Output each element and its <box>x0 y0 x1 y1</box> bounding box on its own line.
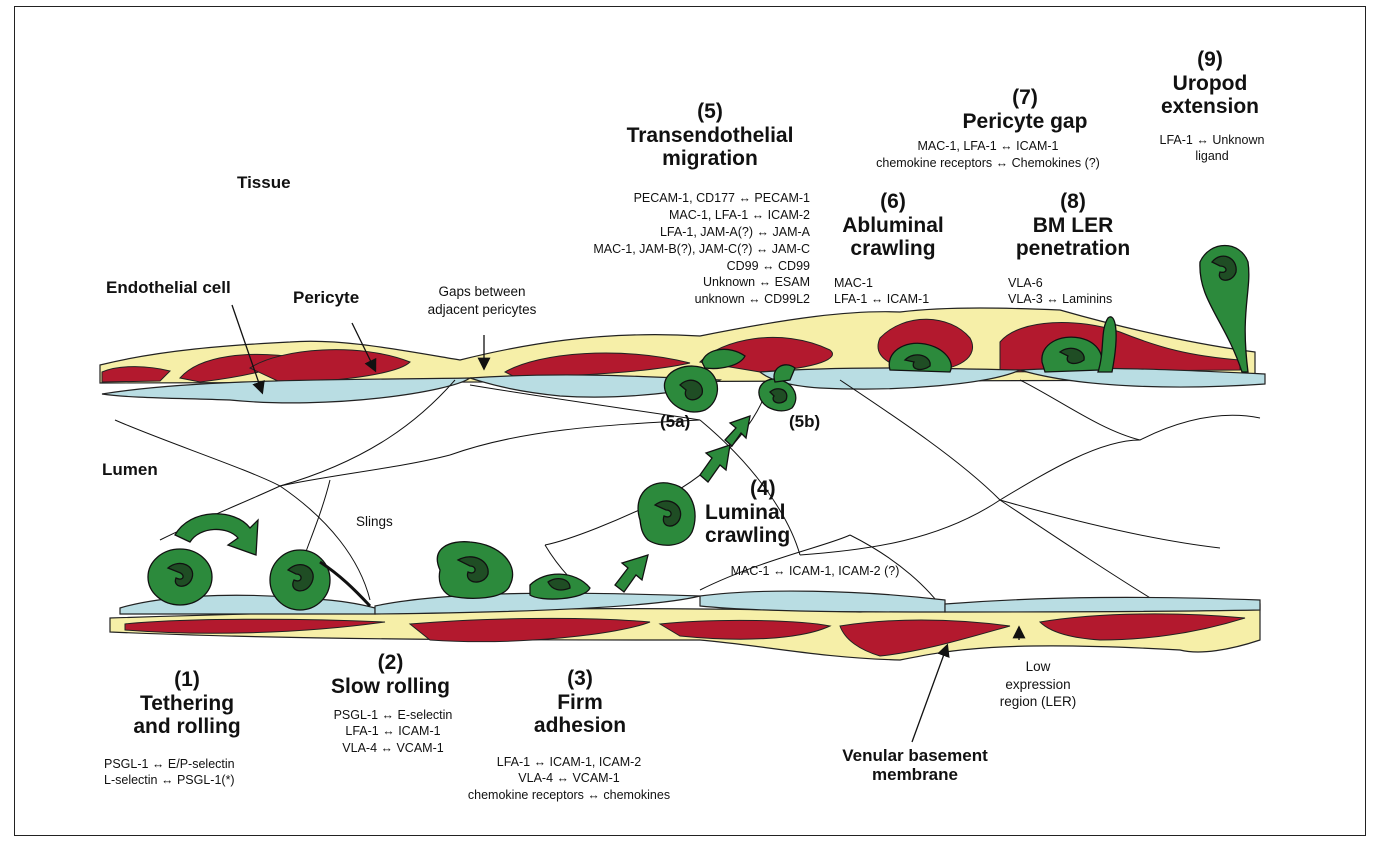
step-5-title-line-2: migration <box>620 147 800 171</box>
molecule-pair: MAC-1, LFA-1 ↔ ICAM-1 <box>858 138 1118 155</box>
ler-label: Low expression region (LER) <box>996 658 1080 711</box>
step-5-title-line-1: Transendothelial <box>620 124 800 148</box>
molecule-pair: VLA-3 ↔ Laminins <box>1008 291 1148 307</box>
molecule-pair: chemokine receptors ↔ chemokines <box>434 787 704 803</box>
step-8-number: (8) <box>998 190 1148 214</box>
tissue-label: Tissue <box>237 173 291 192</box>
step-5-block: (5) Transendothelial migration <box>620 100 800 171</box>
step-5-number: (5) <box>620 100 800 124</box>
molecule-pair: CD99 ↔ CD99 <box>530 258 810 275</box>
basement-membrane-label: Venular basement membrane <box>830 746 1000 784</box>
molecule-pair: LFA-1 ↔ ICAM-1 <box>834 291 974 307</box>
step-3-title-line-2: adhesion <box>510 714 650 738</box>
step-9-block: (9) Uropod extension <box>1140 48 1280 119</box>
step-9-title-line-1: Uropod <box>1140 72 1280 96</box>
step-1-block: (1) Tethering and rolling <box>112 668 262 739</box>
step-3-number: (3) <box>510 667 650 691</box>
leukocyte-firm-adhesion <box>437 542 590 599</box>
step-7-block: (7) Pericyte gap <box>950 86 1100 133</box>
pericyte-label: Pericyte <box>293 288 359 307</box>
step-2-number: (2) <box>318 651 463 675</box>
step-6-number: (6) <box>828 190 958 214</box>
step-2-title: Slow rolling <box>318 675 463 699</box>
molecule-pair: unknown ↔ CD99L2 <box>530 291 810 308</box>
step-1-title-line-1: Tethering <box>112 692 262 716</box>
leukocyte-tethering <box>148 549 212 605</box>
step-5b-label: (5b) <box>789 412 820 431</box>
step-4-title-line-1: Luminal <box>705 501 835 525</box>
step-6-title-line-1: Abluminal <box>828 214 958 238</box>
basement-membrane-pointer <box>912 646 947 742</box>
molecule-pair: MAC-1, LFA-1 ↔ ICAM-2 <box>530 207 810 224</box>
step-5a-label: (5a) <box>660 412 690 431</box>
step-8-title-line-1: BM LER <box>998 214 1148 238</box>
molecule-pair: MAC-1, JAM-B(?), JAM-C(?) ↔ JAM-C <box>530 241 810 258</box>
molecule-pair: LFA-1 ↔ ICAM-1 <box>318 723 468 739</box>
molecule-pair: MAC-1 ↔ ICAM-1, ICAM-2 (?) <box>700 563 930 579</box>
step-3-molecules: LFA-1 ↔ ICAM-1, ICAM-2 VLA-4 ↔ VCAM-1 ch… <box>434 754 704 803</box>
step-7-number: (7) <box>950 86 1100 110</box>
molecule-pair: LFA-1 ↔ Unknown ligand <box>1142 132 1282 165</box>
step-1-molecules: PSGL-1 ↔ E/P-selectin L-selectin ↔ PSGL-… <box>104 756 324 789</box>
molecule-pair: L-selectin ↔ PSGL-1(*) <box>104 772 324 788</box>
step-3-title-line-1: Firm <box>510 691 650 715</box>
molecule-pair: LFA-1 ↔ ICAM-1, ICAM-2 <box>434 754 704 770</box>
step-9-title-line-2: extension <box>1140 95 1280 119</box>
step-4-number: (4) <box>705 477 835 501</box>
step-9-number: (9) <box>1140 48 1280 72</box>
step-4-title-line-2: crawling <box>705 524 835 548</box>
molecule-pair: VLA-4 ↔ VCAM-1 <box>434 770 704 786</box>
leukocyte-slow-rolling <box>270 550 370 610</box>
molecule-pair: MAC-1 <box>834 275 974 291</box>
molecule-pair: PSGL-1 ↔ E/P-selectin <box>104 756 324 772</box>
lumen-label: Lumen <box>102 460 158 479</box>
molecule-pair: LFA-1, JAM-A(?) ↔ JAM-A <box>530 224 810 241</box>
endothelial-cell-label: Endothelial cell <box>106 278 231 297</box>
step-8-title-line-2: penetration <box>998 237 1148 261</box>
step-5-molecules: PECAM-1, CD177 ↔ PECAM-1 MAC-1, LFA-1 ↔ … <box>530 190 810 308</box>
step-1-number: (1) <box>112 668 262 692</box>
step-7-title: Pericyte gap <box>950 110 1100 134</box>
step-6-molecules: MAC-1 LFA-1 ↔ ICAM-1 <box>834 275 974 308</box>
step-3-block: (3) Firm adhesion <box>510 667 650 738</box>
step-2-block: (2) Slow rolling <box>318 651 463 698</box>
step-2-molecules: PSGL-1 ↔ E-selectin LFA-1 ↔ ICAM-1 VLA-4… <box>318 707 468 756</box>
step-6-title-line-2: crawling <box>828 237 958 261</box>
step-6-block: (6) Abluminal crawling <box>828 190 958 261</box>
slings-label: Slings <box>356 513 393 531</box>
step-4-molecules: MAC-1 ↔ ICAM-1, ICAM-2 (?) <box>700 563 930 579</box>
molecule-pair: PSGL-1 ↔ E-selectin <box>318 707 468 723</box>
step-8-molecules: VLA-6 VLA-3 ↔ Laminins <box>1008 275 1148 308</box>
molecule-pair: VLA-6 <box>1008 275 1148 291</box>
molecule-pair: Unknown ↔ ESAM <box>530 274 810 291</box>
leukocyte-luminal-crawling <box>638 483 695 545</box>
rolling-arrow <box>175 514 258 555</box>
step-7-molecules: MAC-1, LFA-1 ↔ ICAM-1 chemokine receptor… <box>858 138 1118 172</box>
step-9-molecules: LFA-1 ↔ Unknown ligand <box>1142 132 1282 165</box>
molecule-pair: chemokine receptors ↔ Chemokines (?) <box>858 155 1118 172</box>
step-1-title-line-2: and rolling <box>112 715 262 739</box>
step-8-block: (8) BM LER penetration <box>998 190 1148 261</box>
molecule-pair: PECAM-1, CD177 ↔ PECAM-1 <box>530 190 810 207</box>
step-4-block: (4) Luminal crawling <box>705 477 835 548</box>
